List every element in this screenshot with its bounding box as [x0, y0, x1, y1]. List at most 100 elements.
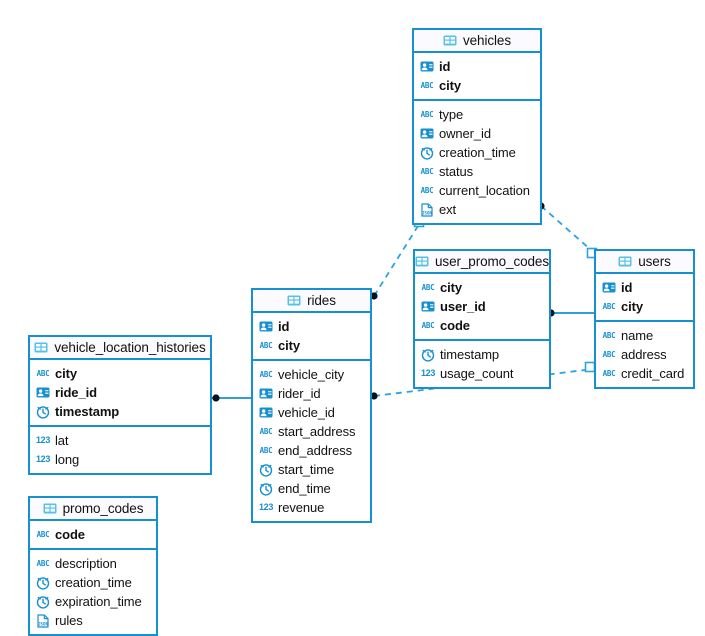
column-name-label: creation_time [55, 575, 132, 590]
table-name-label: vehicles [463, 33, 511, 48]
column-name-label: vehicle_city [278, 367, 344, 382]
column-name-label: id [278, 319, 290, 334]
column-row[interactable]: end_time [253, 479, 370, 498]
table-icon [34, 341, 48, 355]
column-name-label: timestamp [55, 404, 120, 419]
abc-icon: ABC [36, 558, 50, 568]
column-name-label: city [439, 78, 462, 93]
key-column-row[interactable]: id [596, 278, 693, 297]
column-name-label: id [621, 280, 633, 295]
column-name-label: creation_time [439, 145, 516, 160]
column-name-label: code [440, 318, 470, 333]
123-icon: 123 [35, 454, 51, 464]
key-column-row[interactable]: timestamp [30, 402, 210, 421]
id-card-icon [420, 127, 434, 141]
abc-icon: ABC [259, 426, 273, 436]
key-column-row[interactable]: user_id [415, 297, 549, 316]
key-column-row[interactable]: id [414, 57, 540, 76]
clock-icon [421, 348, 435, 362]
abc-icon: ABC [602, 349, 616, 359]
column-name-label: revenue [278, 500, 325, 515]
column-name-label: type [439, 107, 464, 122]
table-name-label: rides [307, 293, 336, 308]
column-name-label: start_time [278, 462, 335, 477]
relationship-line [540, 205, 592, 251]
table-header-vehicles[interactable]: vehicles [414, 30, 540, 53]
abc-icon: ABC [421, 320, 435, 330]
table-header-vehicle_location_histories[interactable]: vehicle_location_histories [30, 337, 210, 360]
table-name-label: vehicle_location_histories [54, 340, 206, 355]
column-row[interactable]: rider_id [253, 384, 370, 403]
id-card-icon [259, 320, 273, 334]
key-column-row[interactable]: id [253, 317, 370, 336]
table-header-user_promo_codes[interactable]: user_promo_codes [415, 251, 549, 274]
id-card-icon [602, 281, 616, 295]
relationship-source-dot [212, 394, 220, 402]
relationship-user-promo-codes-to-users [547, 309, 594, 317]
123-icon: 123 [258, 502, 274, 512]
table-icon [618, 255, 632, 269]
column-name-label: current_location [439, 183, 530, 198]
column-name-label: city [621, 299, 644, 314]
abc-icon: ABC [36, 529, 50, 539]
id-card-icon [420, 60, 434, 74]
abc-icon: ABC [36, 368, 50, 378]
column-name-label: expiration_time [55, 594, 142, 609]
123-icon: 123 [35, 435, 51, 445]
table-name-label: promo_codes [62, 501, 144, 516]
clock-icon [36, 595, 50, 609]
column-name-label: id [439, 59, 451, 74]
table-header-promo_codes[interactable]: promo_codes [30, 498, 156, 521]
column-name-label: usage_count [440, 366, 514, 381]
column-name-label: owner_id [439, 126, 491, 141]
column-row[interactable]: expiration_time [30, 592, 156, 611]
column-row[interactable]: 123 revenue [253, 498, 370, 517]
column-row[interactable]: owner_id [414, 124, 540, 143]
clock-icon [259, 482, 273, 496]
column-row[interactable]: creation_time [30, 573, 156, 592]
key-column-row[interactable]: ABC code [415, 316, 549, 335]
column-row[interactable]: vehicle_id [253, 403, 370, 422]
column-row[interactable]: creation_time [414, 143, 540, 162]
column-name-label: user_id [440, 299, 486, 314]
column-row[interactable]: timestamp [415, 345, 549, 364]
table-name-label: users [638, 254, 671, 269]
table-header-users[interactable]: users [596, 251, 693, 274]
key-column-row[interactable]: ride_id [30, 383, 210, 402]
abc-icon: ABC [420, 185, 434, 195]
table-header-rides[interactable]: rides [253, 290, 370, 313]
column-row[interactable]: start_time [253, 460, 370, 479]
column-row[interactable]: ABC current_location [414, 181, 540, 200]
id-card-icon [259, 406, 273, 420]
